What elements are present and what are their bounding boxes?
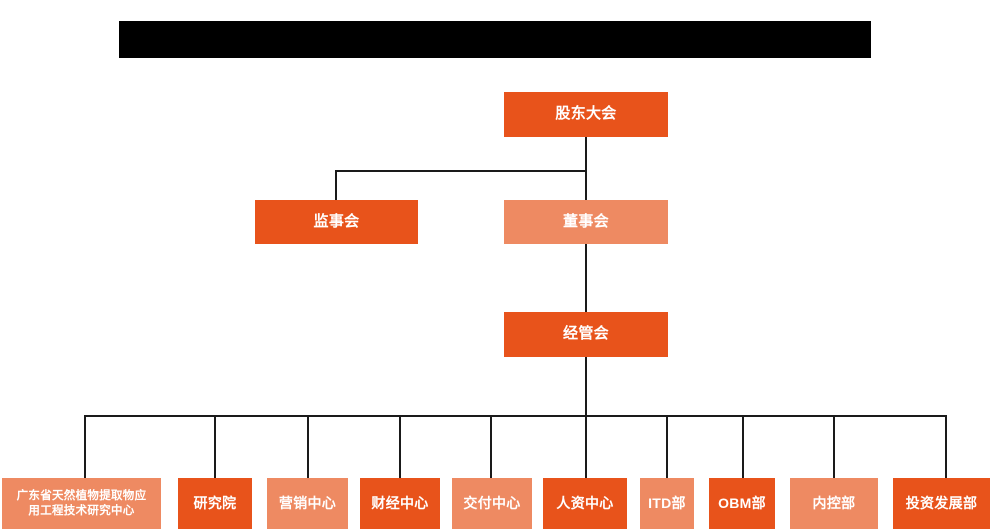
node-hr-center-label: 人资中心 <box>556 494 614 511</box>
node-board-of-directors[interactable]: 董事会 <box>504 200 668 244</box>
connector-to-itd <box>666 415 668 478</box>
node-research-center-label: 广东省天然植物提取物应 用工程技术研究中心 <box>16 490 147 517</box>
node-research-center[interactable]: 广东省天然植物提取物应 用工程技术研究中心 <box>2 478 161 529</box>
node-finance-center-label: 财经中心 <box>371 494 429 511</box>
node-supervisory-board-label: 监事会 <box>313 212 360 230</box>
node-institute-label: 研究院 <box>193 494 237 511</box>
connector-shareholders-down <box>585 136 587 172</box>
connector-board-to-management <box>585 243 587 313</box>
connector-to-delivery <box>490 415 492 478</box>
node-internal-control-department[interactable]: 内控部 <box>790 478 878 529</box>
node-investment-development-department-label: 投资发展部 <box>905 494 978 511</box>
node-supervisory-board[interactable]: 监事会 <box>255 200 418 244</box>
node-management-committee[interactable]: 经管会 <box>504 312 668 357</box>
connector-to-hr <box>585 415 587 478</box>
connector-to-research-center <box>84 415 86 478</box>
connector-to-finance <box>399 415 401 478</box>
node-institute[interactable]: 研究院 <box>178 478 252 529</box>
node-delivery-center[interactable]: 交付中心 <box>452 478 532 529</box>
connector-to-internal-control <box>833 415 835 478</box>
node-itd-department[interactable]: ITD部 <box>640 478 694 529</box>
connector-to-investment <box>945 415 947 478</box>
node-marketing-center-label: 营销中心 <box>278 494 337 511</box>
connector-level4-bar <box>84 415 946 417</box>
connector-to-supervisory <box>335 170 337 201</box>
connector-to-board <box>585 170 587 201</box>
node-board-of-directors-label: 董事会 <box>563 212 609 230</box>
node-internal-control-department-label: 内控部 <box>812 494 856 511</box>
node-shareholders-label: 股东大会 <box>555 105 617 123</box>
connector-level2-bar <box>335 170 587 172</box>
node-hr-center[interactable]: 人资中心 <box>543 478 627 529</box>
node-itd-department-label: ITD部 <box>648 494 686 511</box>
node-investment-development-department[interactable]: 投资发展部 <box>893 478 990 529</box>
redacted-title-banner <box>119 21 871 58</box>
connector-to-obm <box>742 415 744 478</box>
connector-management-down <box>585 356 587 416</box>
node-shareholders[interactable]: 股东大会 <box>504 92 668 137</box>
node-management-committee-label: 经管会 <box>563 325 609 343</box>
node-finance-center[interactable]: 财经中心 <box>360 478 440 529</box>
node-obm-department-label: OBM部 <box>718 494 766 511</box>
node-obm-department[interactable]: OBM部 <box>709 478 775 529</box>
node-delivery-center-label: 交付中心 <box>463 494 521 511</box>
connector-to-marketing <box>307 415 309 478</box>
node-marketing-center[interactable]: 营销中心 <box>267 478 348 529</box>
connector-to-institute <box>214 415 216 478</box>
